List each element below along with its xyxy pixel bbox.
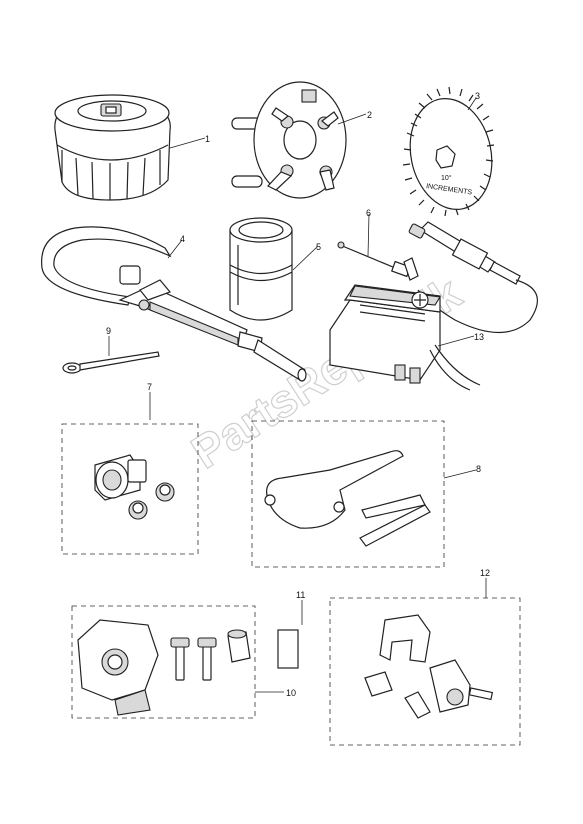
callout-8: 8 <box>476 464 481 474</box>
part-1-oil-filter-wrench <box>54 94 171 201</box>
callout-9: 9 <box>106 326 111 336</box>
part-7-remover-kit <box>94 454 175 520</box>
part-4-strap-wrench <box>41 226 307 382</box>
part-9-gauge-tag <box>62 351 160 374</box>
part-8-kit-border <box>251 420 445 568</box>
part-8-pin-spanner-kit <box>264 450 431 547</box>
leader-lines <box>108 97 487 693</box>
part-5-sleeve-tool <box>229 217 293 321</box>
part-3-timing-degree-disc: 10° INCREMENTS <box>402 86 495 217</box>
part-12-clamp-kit <box>364 614 494 719</box>
callout-10: 10 <box>286 688 296 698</box>
part-11-label-card <box>277 629 299 669</box>
callout-6: 6 <box>366 208 371 218</box>
callout-11: 11 <box>296 590 305 600</box>
part-7-kit-border <box>61 423 199 555</box>
part-10-fixture-kit <box>77 619 251 716</box>
callout-3: 3 <box>475 91 480 101</box>
callout-5: 5 <box>316 242 321 252</box>
callout-13: 13 <box>474 332 484 342</box>
part-12-kit-border <box>329 597 521 746</box>
callout-1: 1 <box>205 134 210 144</box>
part-2-clutch-holding-tool <box>231 81 347 199</box>
part-13-test-box <box>329 284 481 391</box>
callout-4: 4 <box>180 234 185 244</box>
svg-text:10°: 10° <box>441 174 452 182</box>
part-6-vacuum-gauge <box>337 221 539 334</box>
part-10-kit-border <box>71 605 256 719</box>
callout-12: 12 <box>480 568 490 578</box>
callout-7: 7 <box>147 382 152 392</box>
callout-2: 2 <box>367 110 372 120</box>
callout-labels: 1 2 3 4 5 6 7 8 9 10 11 12 13 <box>106 91 490 698</box>
